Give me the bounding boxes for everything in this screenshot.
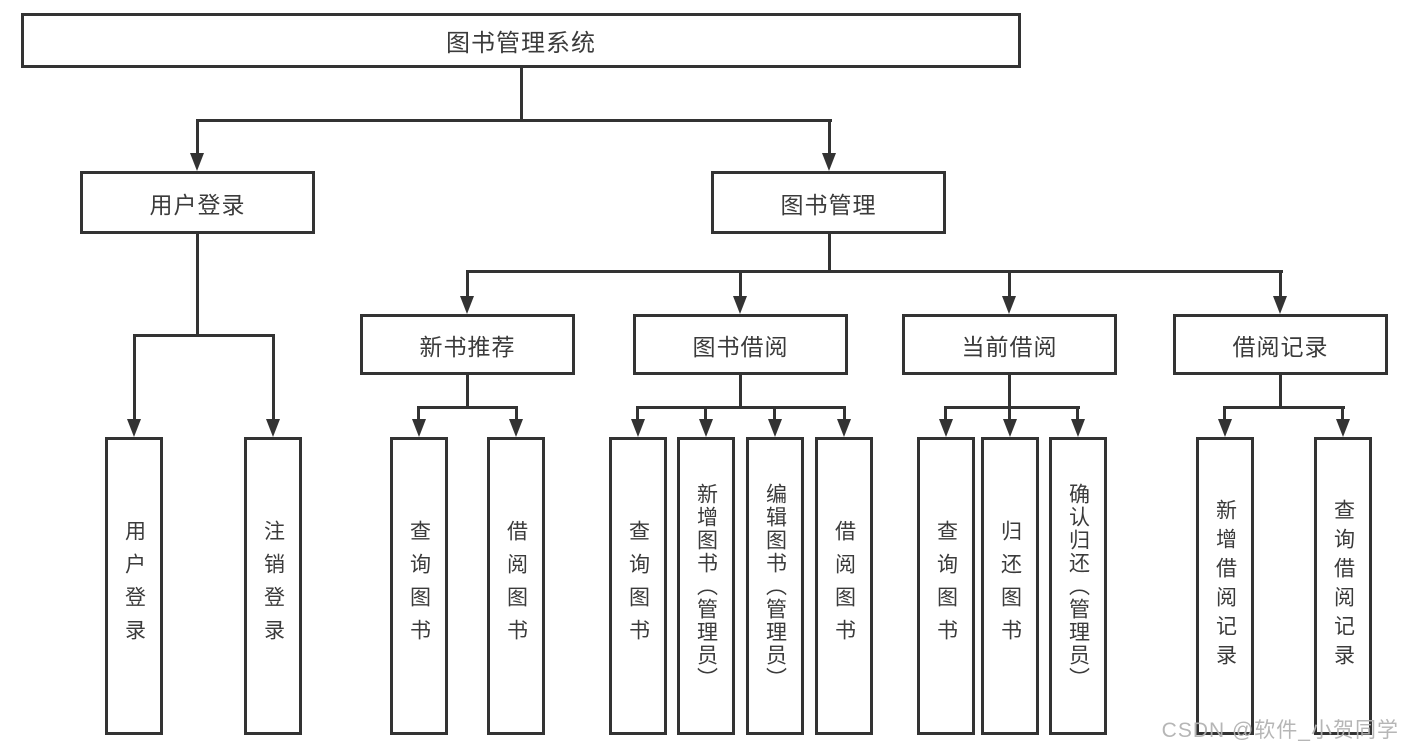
connector-newbook-branch — [417, 406, 518, 409]
connector-userlogin-stem — [196, 234, 199, 337]
connector-borrowing-branch — [636, 406, 846, 409]
leaf-query-books-recommend: 查询图书 — [390, 437, 448, 735]
node-user-login-label: 用户登录 — [149, 191, 246, 218]
arrowhead-query3 — [939, 419, 953, 437]
arrowhead-new-book — [460, 296, 474, 314]
node-current-borrowing-label: 当前借阅 — [961, 333, 1058, 360]
arrowhead-return — [1003, 419, 1017, 437]
leaf-add-book-admin-label: 新增图书（管理员） — [694, 482, 718, 690]
leaf-query-books-borrowing: 查询图书 — [609, 437, 667, 735]
node-borrow-records-label: 借阅记录 — [1232, 333, 1329, 360]
arrowhead-confirm-return — [1071, 419, 1085, 437]
arrowhead-book-management — [822, 153, 836, 171]
connector-drop-user-login — [196, 119, 199, 157]
connector-drop-leaf-logout — [272, 334, 275, 423]
leaf-user-login-label: 用户登录 — [122, 520, 146, 652]
leaf-query-books-recommend-label: 查询图书 — [407, 520, 431, 652]
leaf-confirm-return-admin: 确认归还（管理员） — [1049, 437, 1107, 735]
arrowhead-book-borrowing — [733, 296, 747, 314]
leaf-user-login: 用户登录 — [105, 437, 163, 735]
connector-current-branch — [944, 406, 1080, 409]
arrowhead-borrow-records — [1273, 296, 1287, 314]
connector-current-stem — [1008, 375, 1011, 409]
leaf-query-books-borrowing-label: 查询图书 — [626, 520, 650, 652]
leaf-add-borrow-record: 新增借阅记录 — [1196, 437, 1254, 735]
connector-drop-return — [1008, 406, 1011, 423]
arrowhead-user-login — [190, 153, 204, 171]
node-book-management-label: 图书管理 — [780, 191, 877, 218]
leaf-query-books-current-label: 查询图书 — [934, 520, 958, 652]
connector-drop-add-record — [1223, 406, 1226, 423]
leaf-borrow-books-recommend-label: 借阅图书 — [504, 520, 528, 652]
leaf-edit-book-admin: 编辑图书（管理员） — [746, 437, 804, 735]
connector-drop-confirm-return — [1076, 406, 1079, 423]
node-book-borrowing-label: 图书借阅 — [692, 333, 789, 360]
connector-bookmgmt-branch — [466, 270, 1283, 273]
arrowhead-query-record — [1336, 419, 1350, 437]
arrowhead-leaf-user-login — [127, 419, 141, 437]
arrowhead-editbook — [768, 419, 782, 437]
connector-drop-borrow1 — [515, 406, 518, 423]
leaf-confirm-return-admin-label: 确认归还（管理员） — [1066, 482, 1090, 690]
connector-root-branch — [196, 119, 832, 122]
arrowhead-leaf-logout — [266, 419, 280, 437]
connector-root-stem — [520, 68, 523, 122]
arrowhead-borrow2 — [837, 419, 851, 437]
connector-drop-book-management — [828, 119, 831, 157]
connector-records-branch — [1223, 406, 1345, 409]
leaf-add-book-admin: 新增图书（管理员） — [677, 437, 735, 735]
leaf-edit-book-admin-label: 编辑图书（管理员） — [763, 482, 787, 690]
leaf-borrow-books-recommend: 借阅图书 — [487, 437, 545, 735]
connector-bookmgmt-stem — [828, 234, 831, 273]
arrowhead-query1 — [412, 419, 426, 437]
node-root: 图书管理系统 — [21, 13, 1021, 68]
connector-newbook-stem — [466, 375, 469, 409]
arrowhead-current-borrowing — [1002, 296, 1016, 314]
arrowhead-borrow1 — [509, 419, 523, 437]
leaf-return-books-label: 归还图书 — [998, 520, 1022, 652]
connector-drop-query2 — [636, 406, 639, 423]
node-new-book-recommend: 新书推荐 — [360, 314, 575, 375]
connector-drop-query3 — [944, 406, 947, 423]
leaf-query-borrow-record-label: 查询借阅记录 — [1331, 499, 1355, 673]
connector-drop-borrow-records — [1279, 270, 1282, 300]
node-book-borrowing: 图书借阅 — [633, 314, 848, 375]
arrowhead-addbook — [699, 419, 713, 437]
connector-drop-editbook — [773, 406, 776, 423]
node-new-book-recommend-label: 新书推荐 — [419, 333, 516, 360]
node-root-label: 图书管理系统 — [446, 30, 596, 57]
connector-drop-borrow2 — [843, 406, 846, 423]
arrowhead-query2 — [631, 419, 645, 437]
leaf-return-books: 归还图书 — [981, 437, 1039, 735]
leaf-add-borrow-record-label: 新增借阅记录 — [1213, 499, 1237, 673]
connector-records-stem — [1279, 375, 1282, 409]
connector-drop-new-book — [466, 270, 469, 300]
arrowhead-add-record — [1218, 419, 1232, 437]
connector-drop-query-record — [1341, 406, 1344, 423]
leaf-logout-label: 注销登录 — [261, 520, 285, 652]
connector-drop-current-borrowing — [1008, 270, 1011, 300]
connector-drop-addbook — [704, 406, 707, 423]
leaf-borrow-books: 借阅图书 — [815, 437, 873, 735]
leaf-query-books-current: 查询图书 — [917, 437, 975, 735]
node-book-management: 图书管理 — [711, 171, 946, 234]
node-user-login: 用户登录 — [80, 171, 315, 234]
leaf-query-borrow-record: 查询借阅记录 — [1314, 437, 1372, 735]
leaf-logout: 注销登录 — [244, 437, 302, 735]
node-borrow-records: 借阅记录 — [1173, 314, 1388, 375]
connector-drop-leaf-user-login — [133, 334, 136, 423]
connector-borrowing-stem — [739, 375, 742, 409]
connector-userlogin-branch — [133, 334, 275, 337]
connector-drop-query1 — [417, 406, 420, 423]
leaf-borrow-books-label: 借阅图书 — [832, 520, 856, 652]
node-current-borrowing: 当前借阅 — [902, 314, 1117, 375]
connector-drop-book-borrowing — [739, 270, 742, 300]
